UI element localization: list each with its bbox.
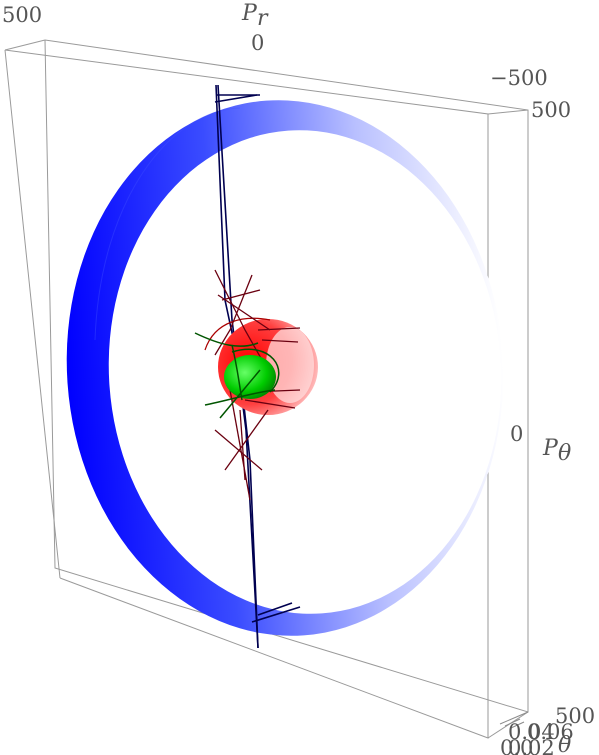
svg-text:r: r [257, 6, 269, 31]
tick-bottom-right: 500 [555, 704, 595, 728]
svg-text:P: P [542, 436, 559, 461]
tick-right-top: 500 [531, 98, 571, 122]
dark-green-curves [194, 332, 280, 419]
svg-text:θ: θ [558, 441, 571, 466]
axis-label-theta: θ [558, 733, 571, 755]
tick-right-zero: 0 [510, 422, 523, 446]
tick-bottom-small-d: 0.0 [500, 736, 533, 755]
green-core [224, 355, 276, 399]
axis-label-pr: P r [241, 1, 269, 31]
tick-top-right-neg: −500 [490, 66, 548, 90]
tick-bottom-small-a: 0.04 [508, 720, 555, 744]
tick-top-left: 500 [2, 3, 42, 27]
tick-bottom-small-c: 0.06 [527, 720, 574, 744]
tick-top-zero: 0 [251, 31, 264, 55]
tick-bottom-small-b: 0.02 [508, 736, 555, 755]
svg-text:P: P [241, 1, 258, 26]
axis-label-ptheta: P θ [542, 436, 571, 466]
